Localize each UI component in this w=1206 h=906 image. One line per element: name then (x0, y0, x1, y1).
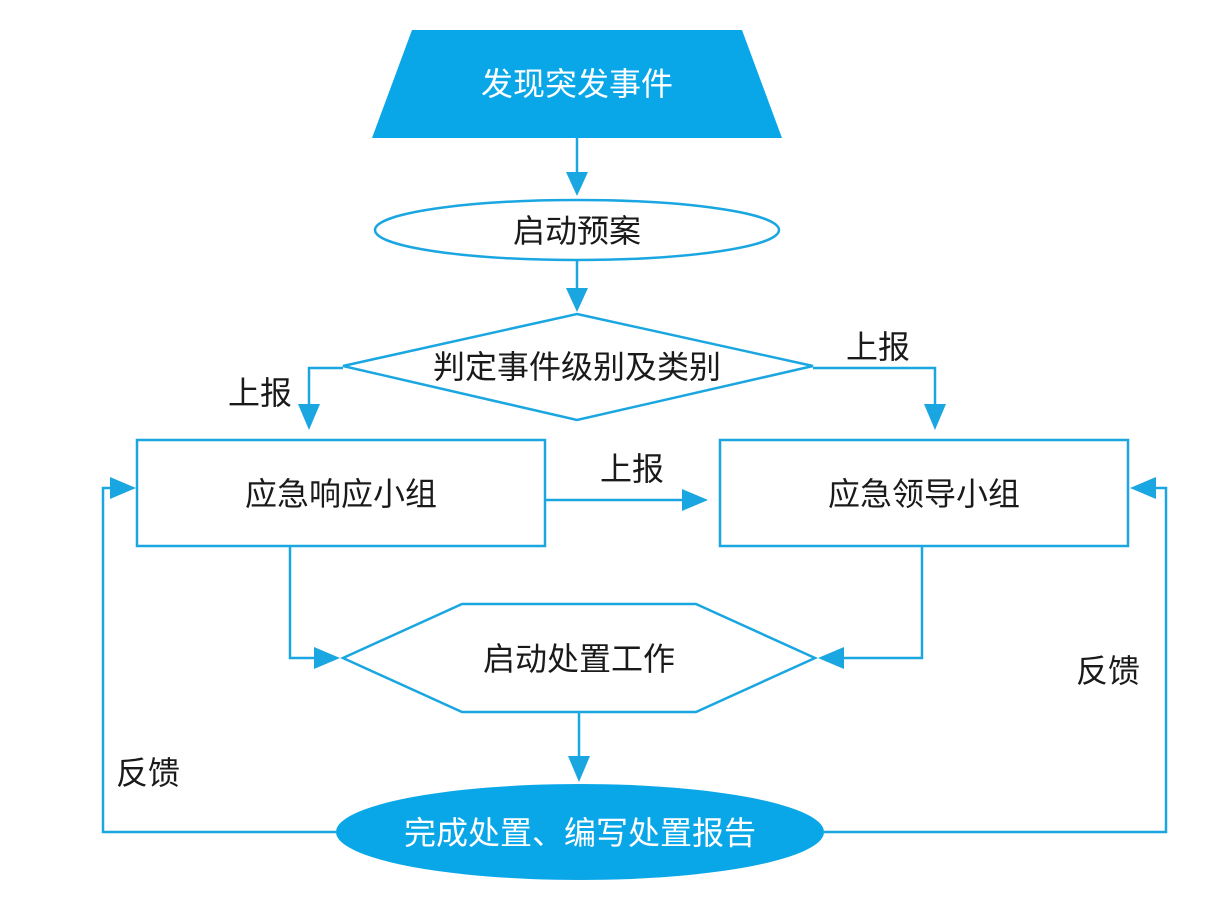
edge-line (101, 486, 336, 834)
edge-leader-to-handling (818, 546, 924, 669)
edge-feedback-left (101, 477, 336, 834)
node-response-team: 应急响应小组 (135, 438, 547, 548)
edge-label-feedback-right: 反馈 (1076, 652, 1140, 690)
edge-label-report-middle: 上报 (600, 450, 664, 488)
edge-line (307, 366, 343, 408)
edge-response-to-handling (288, 546, 340, 669)
node-discover-event: 发现突发事件 (372, 30, 782, 138)
node-start-handling: 启动处置工作 (339, 602, 819, 714)
edge-line (840, 546, 924, 660)
node-decide-level: 判定事件级别及类别 (342, 312, 814, 422)
rectangle-shape (718, 438, 1130, 548)
node-finish: 完成处置、编写处置报告 (336, 784, 824, 880)
node-leader-team-label: 应急领导小组 (828, 475, 1020, 513)
edge-plan-to-decide (566, 260, 588, 312)
edge-line (288, 546, 318, 660)
node-start-handling-label: 启动处置工作 (483, 640, 675, 678)
edge-feedback-right (824, 477, 1168, 834)
node-start-plan-label: 启动预案 (513, 212, 641, 250)
arrowhead (566, 288, 588, 312)
arrowhead (298, 404, 320, 430)
edge-label-report-left: 上报 (228, 374, 292, 412)
hexagon-shape (339, 602, 819, 714)
ellipse-shape (336, 784, 824, 880)
arrowhead (568, 756, 590, 782)
edge-decide-to-response (298, 366, 343, 430)
edge-discover-to-plan (566, 138, 588, 196)
arrowhead (566, 172, 588, 196)
edge-label-report-right: 上报 (846, 328, 910, 366)
edge-label-feedback-left: 反馈 (116, 754, 180, 792)
arrowhead (314, 647, 340, 669)
rectangle-shape (135, 438, 547, 548)
trapezoid-shape (372, 30, 782, 138)
diamond-shape (342, 312, 814, 422)
arrowhead (110, 477, 136, 499)
edge-handling-to-finish (568, 712, 590, 782)
node-response-team-label: 应急响应小组 (245, 475, 437, 513)
edge-line (813, 366, 937, 408)
arrowhead (682, 489, 708, 511)
node-finish-label: 完成处置、编写处置报告 (404, 814, 756, 852)
node-leader-team: 应急领导小组 (718, 438, 1130, 548)
edge-decide-to-leader (813, 366, 946, 430)
edge-line (824, 486, 1168, 834)
node-discover-label: 发现突发事件 (481, 65, 673, 103)
arrowhead (1130, 477, 1156, 499)
arrowhead (818, 647, 844, 669)
arrowhead (924, 404, 946, 430)
node-decide-label: 判定事件级别及类别 (433, 348, 721, 386)
node-start-plan: 启动预案 (373, 198, 781, 262)
edge-response-to-leader (545, 489, 708, 511)
